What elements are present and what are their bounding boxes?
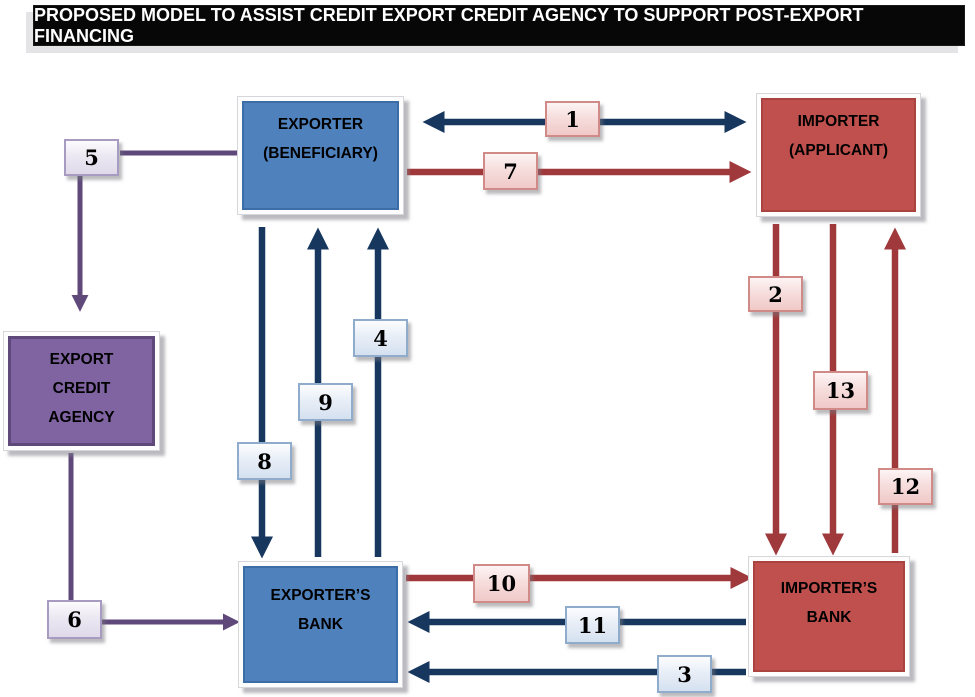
- node-exporters-bank-label-1: EXPORTER’S: [270, 587, 371, 604]
- node-eca-label-1: EXPORT: [49, 351, 114, 368]
- node-export-credit-agency: EXPORT CREDIT AGENCY: [3, 331, 160, 451]
- step-label-6-text: 6: [67, 607, 82, 632]
- step-label-13-text: 13: [825, 378, 856, 403]
- step-label-5: 5: [64, 139, 119, 176]
- step-label-7-text: 7: [503, 158, 518, 184]
- node-eca-label-3: AGENCY: [48, 409, 115, 426]
- node-importers-bank-label-1: IMPORTER’S: [780, 580, 878, 597]
- step-label-5-text: 5: [84, 145, 99, 170]
- node-importer-label-2: (APPLICANT): [788, 142, 889, 159]
- step-label-2-text: 2: [768, 281, 783, 307]
- step-label-8-text: 8: [257, 448, 272, 474]
- node-exporter: EXPORTER (BENEFICIARY): [237, 96, 404, 215]
- step-label-8: 8: [237, 442, 292, 480]
- step-label-10: 10: [473, 564, 530, 603]
- step-label-11-text: 11: [577, 612, 608, 638]
- step-label-1: 1: [545, 101, 600, 137]
- node-importer-label-1: IMPORTER: [797, 113, 880, 130]
- step-label-12-text: 12: [890, 474, 921, 499]
- step-label-9-text: 9: [318, 389, 333, 415]
- step-label-10-text: 10: [486, 571, 517, 596]
- step-label-13: 13: [813, 371, 868, 410]
- node-importer: IMPORTER (APPLICANT): [756, 93, 921, 217]
- step-label-12: 12: [878, 468, 933, 505]
- node-exporter-label-1: EXPORTER: [277, 116, 364, 133]
- step-label-7: 7: [483, 152, 538, 190]
- node-importers-bank-label-2: BANK: [806, 609, 852, 626]
- node-importers-bank: IMPORTER’S BANK: [748, 556, 910, 677]
- node-exporters-bank-label-2: BANK: [298, 616, 343, 633]
- step-label-3: 3: [657, 655, 712, 693]
- step-label-1-text: 1: [565, 106, 580, 132]
- step-label-11: 11: [565, 606, 620, 644]
- page-title: PROPOSED MODEL TO ASSIST CREDIT EXPORT C…: [34, 4, 864, 46]
- step-label-3-text: 3: [677, 661, 692, 687]
- step-label-9: 9: [298, 383, 353, 421]
- node-exporter-label-2: (BENEFICIARY): [263, 145, 378, 162]
- node-eca-label-2: CREDIT: [52, 380, 111, 397]
- step-label-4-text: 4: [373, 325, 388, 351]
- title-bar: PROPOSED MODEL TO ASSIST CREDIT EXPORT C…: [33, 5, 965, 46]
- step-label-6: 6: [47, 600, 102, 639]
- step-label-2: 2: [748, 276, 803, 312]
- node-exporters-bank: EXPORTER’S BANK: [238, 561, 403, 688]
- step-label-4: 4: [353, 319, 408, 357]
